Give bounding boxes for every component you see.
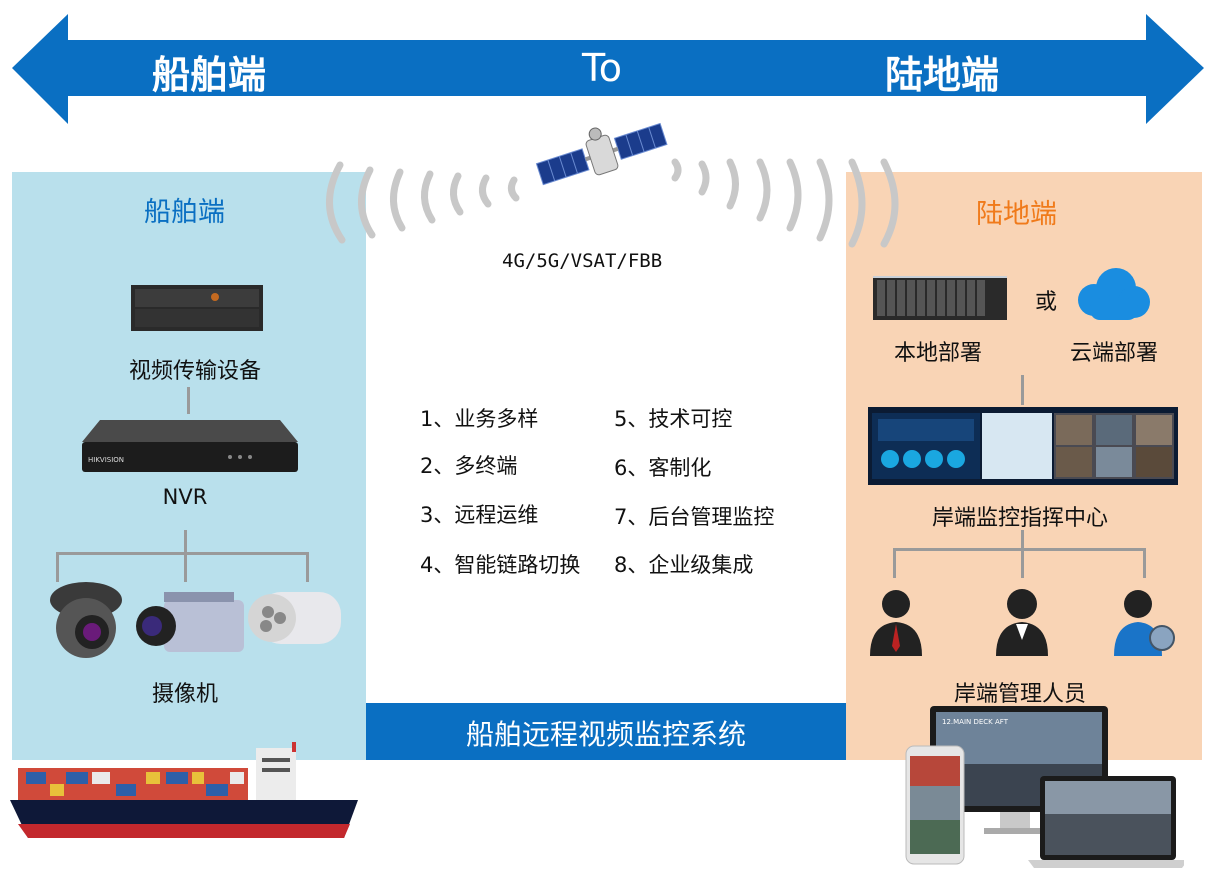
double-arrow — [12, 14, 1204, 124]
nvr-icon: HIKVISION — [82, 420, 298, 472]
feature-7: 7、后台管理监控 — [614, 505, 775, 529]
svg-text:HIKVISION: HIKVISION — [88, 456, 124, 464]
person-icon — [870, 589, 1175, 656]
monitor-icon: 12.MAIN DECK AFT — [905, 706, 1184, 868]
label-camera: 摄像机 — [151, 682, 218, 707]
label-control-center: 岸端监控指挥中心 — [931, 506, 1108, 531]
ship-icon — [10, 742, 358, 838]
arrow-center-label: To — [582, 46, 623, 90]
feature-2: 2、多终端 — [420, 454, 518, 478]
label-cloud-deploy: 云端部署 — [1069, 341, 1158, 366]
camera-icon — [50, 582, 341, 658]
feature-4: 4、智能链路切换 — [420, 553, 581, 577]
feature-5: 5、技术可控 — [614, 407, 733, 431]
feature-3: 3、远程运维 — [420, 503, 539, 527]
signal-waves — [326, 158, 899, 248]
svg-text:12.MAIN DECK AFT: 12.MAIN DECK AFT — [942, 718, 1009, 726]
transmitter-icon — [131, 285, 263, 331]
cloud-icon — [1078, 268, 1150, 320]
arrow-left-label: 船舶端 — [152, 53, 267, 97]
server-icon — [873, 276, 1007, 320]
or-label: 或 — [1035, 290, 1058, 315]
feature-1: 1、业务多样 — [420, 407, 539, 431]
label-local-deploy: 本地部署 — [893, 341, 982, 366]
system-title: 船舶远程视频监控系统 — [465, 718, 746, 751]
ship-panel-title: 船舶端 — [144, 197, 225, 228]
label-transmitter: 视频传输设备 — [128, 359, 261, 384]
system-title-bar — [366, 703, 846, 760]
link-types: 4G/5G/VSAT/FBB — [502, 250, 663, 272]
label-nvr: NVR — [162, 485, 208, 509]
label-staff: 岸端管理人员 — [953, 682, 1086, 707]
feature-8: 8、企业级集成 — [614, 553, 754, 577]
feature-6: 6、客制化 — [614, 456, 712, 480]
shore-panel-title: 陆地端 — [976, 199, 1057, 230]
arrow-right-label: 陆地端 — [885, 53, 1000, 97]
satellite-icon — [535, 122, 668, 186]
control-center-icon — [868, 407, 1178, 485]
